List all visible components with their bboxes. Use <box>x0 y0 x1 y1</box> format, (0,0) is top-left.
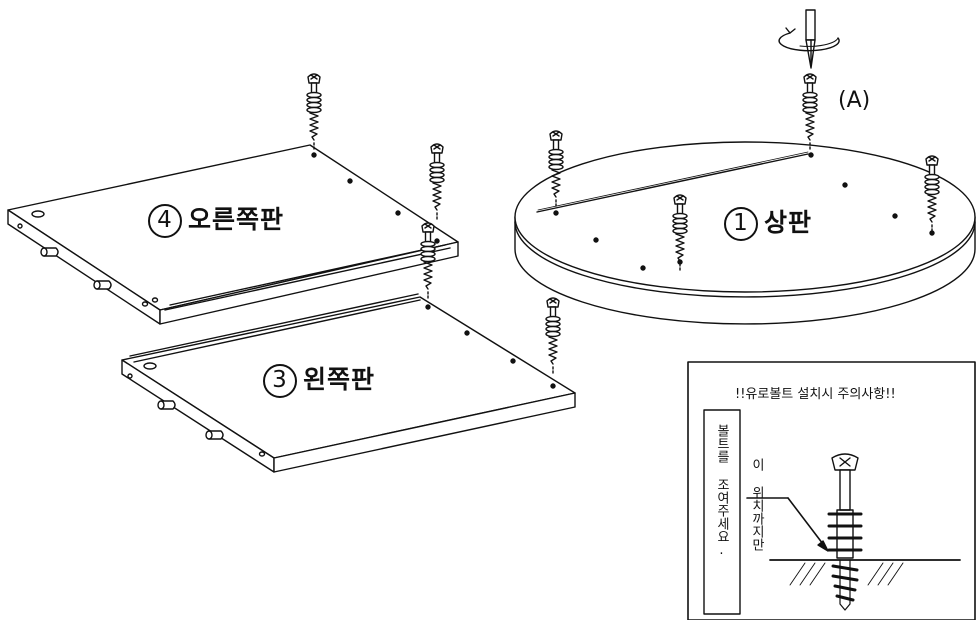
top-board-number: 1 <box>724 207 758 241</box>
left-board-name: 왼쪽판 <box>303 365 376 394</box>
left-board-drawing <box>121 293 576 473</box>
marker-a: (A) <box>838 88 871 113</box>
notice-arrow-text: 이 위치까지만 <box>749 458 764 551</box>
notice-side-text: 볼트를 조여주세요. <box>714 424 729 558</box>
right-board-name: 오른쪽판 <box>188 205 285 234</box>
top-board-name: 상판 <box>764 208 813 237</box>
notice-box <box>687 361 976 620</box>
right-board-drawing <box>7 144 459 325</box>
screwdriver-drawing <box>778 9 840 69</box>
left-board-number: 3 <box>263 364 297 398</box>
right-board-number: 4 <box>148 204 182 238</box>
notice-title: !!유로볼트 설치시 주의사항!! <box>735 387 896 402</box>
